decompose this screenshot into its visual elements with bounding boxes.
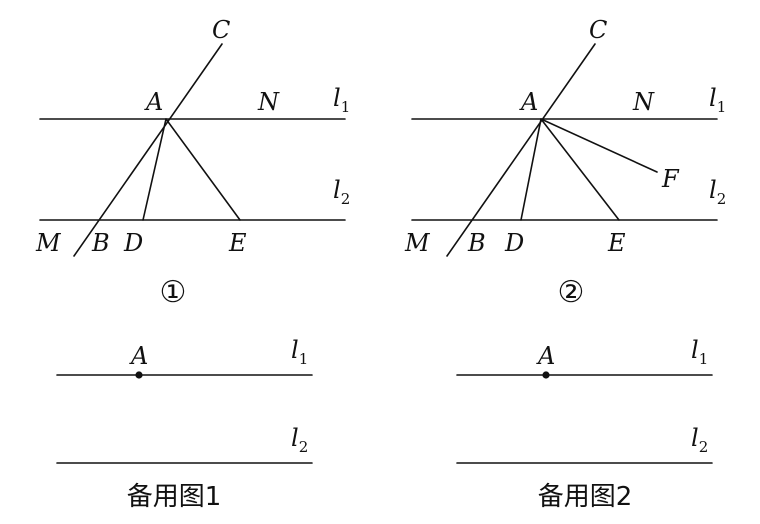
label-l1-letter: l	[709, 84, 717, 112]
label-l2: l2	[709, 176, 726, 208]
segment-af	[540, 118, 658, 173]
label-l2-letter: l	[333, 176, 341, 204]
label-point-a: A	[144, 88, 163, 116]
label-l1-sub: 1	[299, 350, 309, 368]
label-l2-letter: l	[291, 424, 299, 452]
spare-figure-2: A l1 l2 备用图2	[456, 336, 713, 512]
label-l1-letter: l	[291, 336, 299, 364]
label-l2: l2	[333, 176, 350, 208]
label-point-n: N	[632, 88, 655, 116]
label-l1: l1	[333, 84, 350, 116]
label-l1: l1	[291, 336, 308, 368]
label-l2-letter: l	[691, 424, 699, 452]
label-l1-letter: l	[333, 84, 341, 112]
label-point-b: B	[467, 229, 486, 257]
ray-mc	[446, 43, 596, 257]
label-point-m: M	[404, 229, 431, 257]
label-point-b: B	[91, 229, 110, 257]
label-point-e: E	[228, 229, 247, 257]
label-l1: l1	[691, 336, 708, 368]
point-a-dot	[542, 371, 550, 379]
label-l1-sub: 1	[341, 98, 351, 116]
label-point-n: N	[257, 88, 280, 116]
label-l1-sub: 1	[699, 350, 709, 368]
label-l1: l1	[709, 84, 726, 116]
label-l2-letter: l	[709, 176, 717, 204]
label-l2-sub: 2	[299, 438, 309, 456]
label-point-d: D	[504, 229, 524, 257]
segment-ae	[165, 118, 241, 221]
spare-figure-2-caption: 备用图2	[538, 482, 633, 512]
segment-ad	[142, 118, 167, 221]
label-point-e: E	[607, 229, 626, 257]
label-point-a: A	[536, 342, 555, 370]
label-point-c: C	[212, 16, 230, 44]
label-point-a: A	[519, 88, 538, 116]
label-l2-sub: 2	[341, 190, 351, 208]
label-point-c: C	[589, 16, 607, 44]
label-l2-sub: 2	[699, 438, 709, 456]
label-point-f: F	[661, 165, 680, 193]
spare-figure-1: A l1 l2 备用图1	[56, 336, 313, 512]
segment-ae	[540, 118, 620, 221]
label-l2: l2	[691, 424, 708, 456]
spare-figure-1-caption: 备用图1	[127, 482, 222, 512]
figure-2-number: ②	[558, 275, 585, 310]
label-l2-sub: 2	[717, 190, 727, 208]
label-l1-sub: 1	[717, 98, 727, 116]
figure-1-number: ①	[160, 275, 187, 310]
label-l2: l2	[291, 424, 308, 456]
figure-1: C A N M B D E l1 l2 ①	[35, 16, 350, 310]
label-l1-letter: l	[691, 336, 699, 364]
figure-2: C A N F M B D E l1 l2 ②	[404, 16, 726, 310]
label-point-m: M	[35, 229, 62, 257]
segment-ad	[520, 118, 542, 221]
label-point-d: D	[123, 229, 143, 257]
ray-mc	[73, 43, 223, 257]
label-point-a: A	[129, 342, 148, 370]
point-a-dot	[135, 371, 143, 379]
